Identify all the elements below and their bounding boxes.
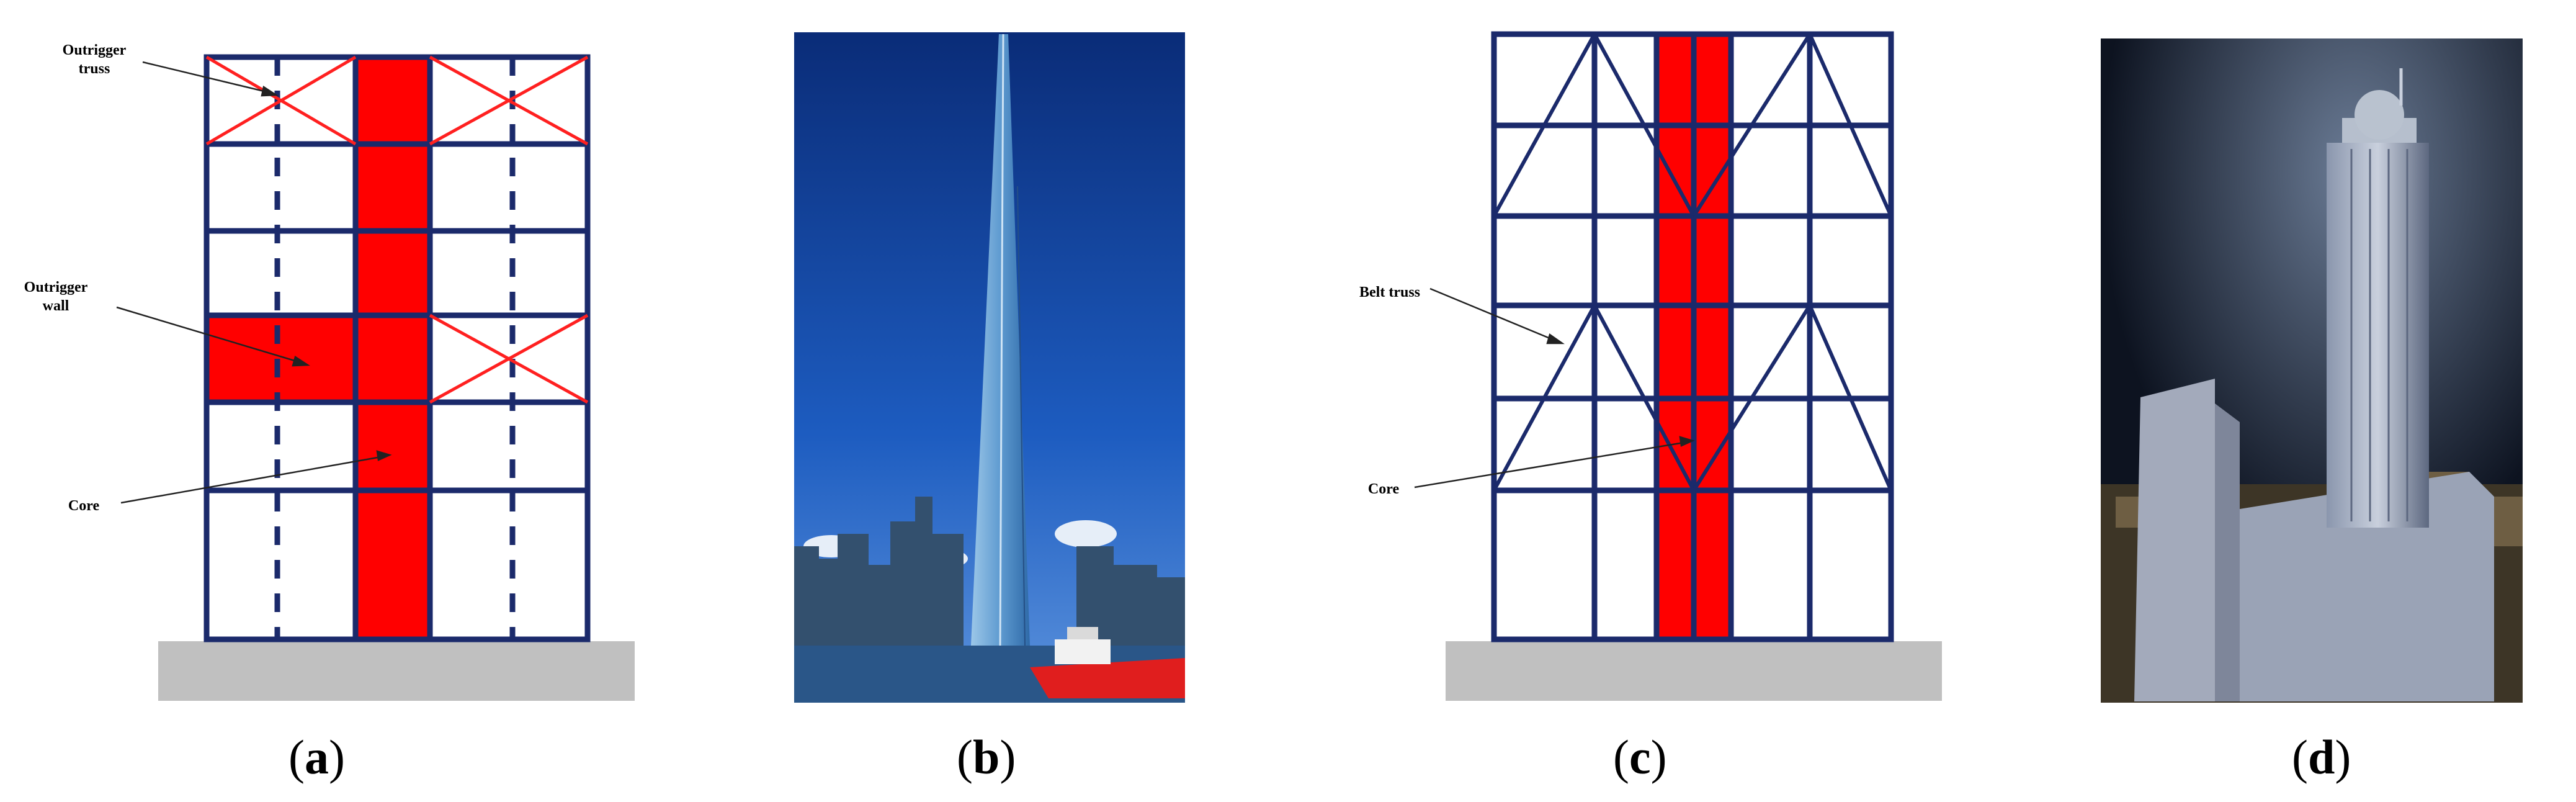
callout-belt-truss: Belt truss — [1359, 284, 1420, 300]
outrigger-trusses — [205, 55, 589, 404]
belt-truss-diagonals — [1492, 33, 1893, 492]
callout-outrigger-wall-line1: Outrigger — [24, 279, 88, 295]
caption-d: (d) — [2292, 730, 2351, 784]
callout-outrigger-truss-line1: Outrigger — [63, 42, 127, 58]
outrigger-wall — [207, 315, 356, 402]
callout-leaders — [1414, 287, 1695, 489]
callout-leaders — [116, 61, 392, 504]
frame-lines — [1491, 31, 1894, 642]
skyscraper-waterfront-photo — [794, 32, 1185, 703]
callout-core: Core — [68, 498, 100, 514]
caption-a: (a) — [288, 730, 345, 784]
core-wall — [356, 57, 430, 639]
dashed-columns — [274, 57, 516, 639]
frame-lines — [203, 54, 591, 642]
ground-slab — [158, 641, 635, 701]
ground-slab — [1446, 641, 1942, 701]
tower-model-photo — [2101, 38, 2523, 703]
caption-c: (c) — [1613, 730, 1667, 784]
panel-d-photo: (d) — [2097, 0, 2531, 802]
belt-truss-system-diagram: Belt truss Core — [1359, 31, 1942, 701]
panel-b-photo: (b) — [794, 0, 1185, 802]
caption-b: (b) — [957, 730, 1016, 784]
callout-outrigger-truss-line2: truss — [79, 61, 110, 77]
panel-c-belt-truss-diagram: Belt truss Core (c) — [1353, 0, 1973, 802]
callout-outrigger-wall-line2: wall — [43, 298, 69, 314]
outrigger-system-diagram: Outrigger truss Outrigger wall Core — [24, 42, 635, 701]
callout-core: Core — [1368, 481, 1400, 497]
panel-a-outrigger-diagram: Outrigger truss Outrigger wall Core (a) — [0, 0, 682, 802]
